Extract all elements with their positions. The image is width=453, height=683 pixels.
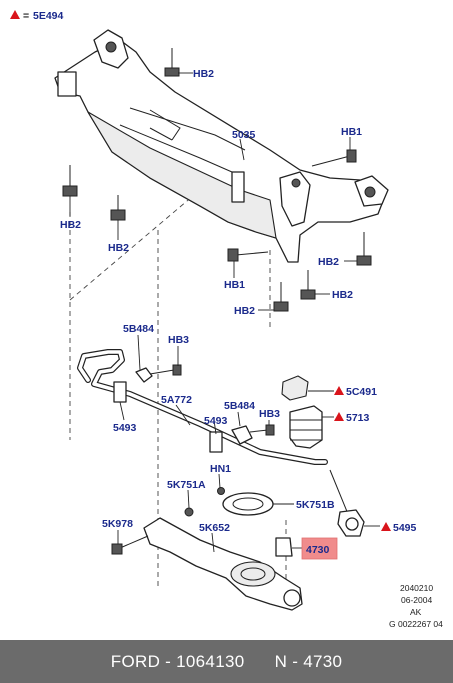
label-hb2-left2: HB2 xyxy=(108,242,129,254)
legend-equals: = xyxy=(23,10,29,22)
label-5c491: 5C491 xyxy=(346,386,377,398)
legend-warning-triangle-icon xyxy=(10,10,20,19)
lower-control-arm xyxy=(111,517,303,611)
label-5a772: 5A772 xyxy=(161,394,192,406)
label-hb2-top: HB2 xyxy=(193,68,214,80)
label-hb2-left: HB2 xyxy=(60,219,81,231)
label-hb1-right: HB1 xyxy=(341,126,362,138)
label-5k978: 5K978 xyxy=(102,518,133,530)
footer-part-number: 1064130 xyxy=(176,651,245,671)
highlight-box-4730[interactable] xyxy=(301,537,338,560)
drawing-reference: G 0022267 04 xyxy=(389,619,443,629)
label-hb3-b: HB3 xyxy=(259,408,280,420)
label-5495: 5495 xyxy=(393,522,417,534)
drawing-number: 2040210 xyxy=(400,583,433,593)
exploded-parts-diagram: = 5E494 xyxy=(10,10,443,629)
label-5k751a: 5K751A xyxy=(167,479,206,491)
label-hb2-right1: HB2 xyxy=(318,256,339,268)
label-hb3-a: HB3 xyxy=(168,334,189,346)
label-hn1: HN1 xyxy=(210,463,231,475)
label-5493-b: 5493 xyxy=(204,415,228,427)
rear-subframe xyxy=(54,29,389,263)
footer-sep: - xyxy=(160,651,177,671)
leader-lines xyxy=(69,72,380,553)
label-5493-a: 5493 xyxy=(113,422,137,434)
label-5713: 5713 xyxy=(346,412,370,424)
warning-triangle-icon-5c491 xyxy=(334,386,344,395)
label-hb2-center: HB2 xyxy=(234,305,255,317)
spring-seat xyxy=(184,492,274,517)
label-5035: 5035 xyxy=(232,129,256,141)
label-hb1-center: HB1 xyxy=(224,279,245,291)
footer-gap xyxy=(244,652,274,672)
label-4730: 4730 xyxy=(306,544,330,556)
stabilizer-bar xyxy=(77,349,328,495)
footer-code: N - 4730 xyxy=(274,651,343,671)
subframe-bolts xyxy=(62,48,372,312)
label-5k751b: 5K751B xyxy=(296,499,335,511)
label-5b484-b: 5B484 xyxy=(224,400,255,412)
drawing-code: AK xyxy=(410,607,422,617)
footer-brand: FORD xyxy=(110,651,161,671)
legend-code: 5E494 xyxy=(33,10,64,22)
warning-triangle-icon-5713 xyxy=(334,412,344,421)
part-info-footer: FORD - 1064130 N - 4730 xyxy=(0,640,453,683)
label-5b484-a: 5B484 xyxy=(123,323,154,335)
warning-triangle-icon-5495 xyxy=(381,522,391,531)
label-hb2-right2: HB2 xyxy=(332,289,353,301)
label-5k652: 5K652 xyxy=(199,522,230,534)
shock-and-link-assembly xyxy=(281,375,365,537)
drawing-date: 06-2004 xyxy=(401,595,432,605)
